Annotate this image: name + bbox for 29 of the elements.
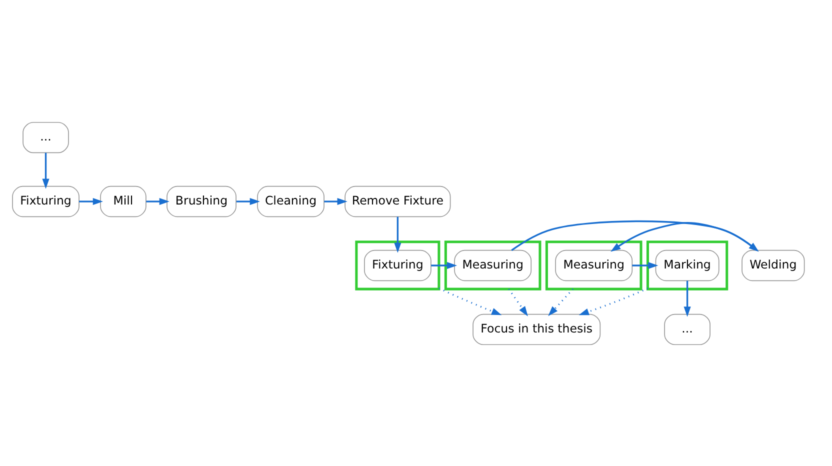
arrow <box>146 197 170 205</box>
node-box: ... <box>664 313 710 345</box>
arrow <box>42 152 50 188</box>
node-box: Measuring <box>555 249 633 281</box>
node-box: ... <box>22 121 69 153</box>
arrow <box>548 288 574 316</box>
node-box: Measuring <box>454 249 532 281</box>
arrow <box>394 216 402 252</box>
arrow <box>508 288 528 316</box>
node-box: Focus in this thesis <box>472 313 601 345</box>
node-box: Cleaning <box>257 185 324 217</box>
arrow <box>431 261 458 269</box>
cluster <box>444 240 542 290</box>
node-box: Welding <box>742 249 805 281</box>
arrow <box>578 287 648 315</box>
arrow <box>236 197 260 205</box>
node-box: Fixturing <box>364 249 432 281</box>
node-box: Brushing <box>166 185 236 217</box>
node-box: Remove Fixture <box>344 185 451 217</box>
arrow <box>684 280 691 316</box>
arrow <box>632 261 658 269</box>
node-box: Fixturing <box>12 185 80 217</box>
arrow <box>79 197 103 205</box>
arrow <box>324 197 348 205</box>
node-box: Mill <box>100 185 146 217</box>
node-box: Marking <box>655 249 720 281</box>
cluster <box>545 240 642 290</box>
arrow <box>610 221 758 252</box>
arrow <box>438 287 502 315</box>
